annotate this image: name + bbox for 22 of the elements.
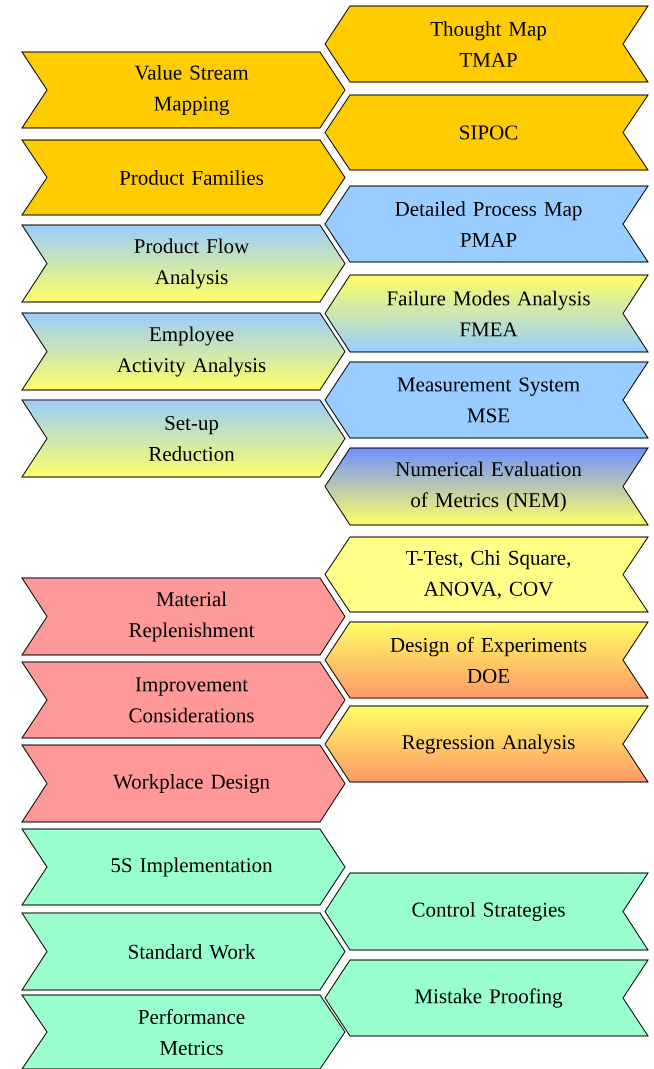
chevron-box: SIPOC — [324, 94, 649, 171]
chevron-box: Improvement Considerations — [21, 661, 346, 739]
chevron-box: Product Families — [21, 139, 346, 216]
chevron-box: Thought Map TMAP — [324, 5, 649, 83]
chevron-box: Material Replenishment — [21, 577, 346, 656]
chevron-box: Design of Experiments DOE — [324, 621, 649, 699]
chevron-box: Performance Metrics — [21, 994, 346, 1069]
chevron-box: Product Flow Analysis — [21, 224, 346, 303]
chevron-box: Set-up Reduction — [21, 399, 346, 478]
chevron-box: Measurement System MSE — [324, 361, 649, 439]
chevron-box: Mistake Proofing — [324, 959, 649, 1037]
chevron-box: Employee Activity Analysis — [21, 312, 346, 391]
chevron-box: Control Strategies — [324, 872, 649, 951]
chevron-box: T-Test, Chi Square, ANOVA, COV — [324, 536, 649, 613]
chevron-box: Regression Analysis — [324, 705, 649, 783]
chevron-box: Standard Work — [21, 912, 346, 991]
chevron-box: Workplace Design — [21, 744, 346, 823]
chevron-box: Failure Modes Analysis FMEA — [324, 274, 649, 353]
chevron-box: 5S Implementation — [21, 828, 346, 906]
chevron-box: Value Stream Mapping — [21, 51, 346, 129]
chevron-box: Detailed Process Map PMAP — [324, 185, 649, 263]
chevron-box: Numerical Evaluation of Metrics (NEM) — [324, 447, 649, 526]
